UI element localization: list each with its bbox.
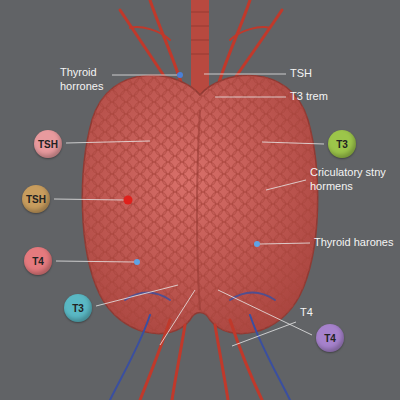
hormone-circle: TSH <box>34 130 62 158</box>
trachea-rings <box>191 12 209 54</box>
hormone-name: T4 <box>32 256 44 267</box>
hormone-name: TSH <box>26 194 46 205</box>
thyroid-gland <box>82 75 317 333</box>
annotation-label: Thyroid harones <box>314 236 394 250</box>
hormone-name: T3 <box>72 303 84 314</box>
marker-dots <box>124 72 261 265</box>
hormone-circle: T4 <box>316 324 344 352</box>
lobe-divide <box>197 110 200 310</box>
hormone-name: TSH <box>38 139 58 150</box>
leader-lines <box>54 74 324 346</box>
annotation-label: TSH <box>290 67 312 81</box>
hormone-circle: T3 <box>328 130 356 158</box>
hormone-name: T4 <box>324 333 336 344</box>
hormone-circle: TSH <box>22 185 50 213</box>
hormone-name: T3 <box>336 139 348 150</box>
annotation-label: T3 trem <box>290 90 328 104</box>
hormone-circle: T4 <box>24 247 52 275</box>
annotation-label: Thyroid horrones <box>60 66 112 94</box>
gland-texture <box>82 75 317 333</box>
lower-vessels <box>110 293 290 400</box>
annotation-label: Criculatory stny hormens <box>310 166 394 194</box>
annotation-label: T4 <box>300 306 313 320</box>
hormone-circle: T3 <box>64 294 92 322</box>
